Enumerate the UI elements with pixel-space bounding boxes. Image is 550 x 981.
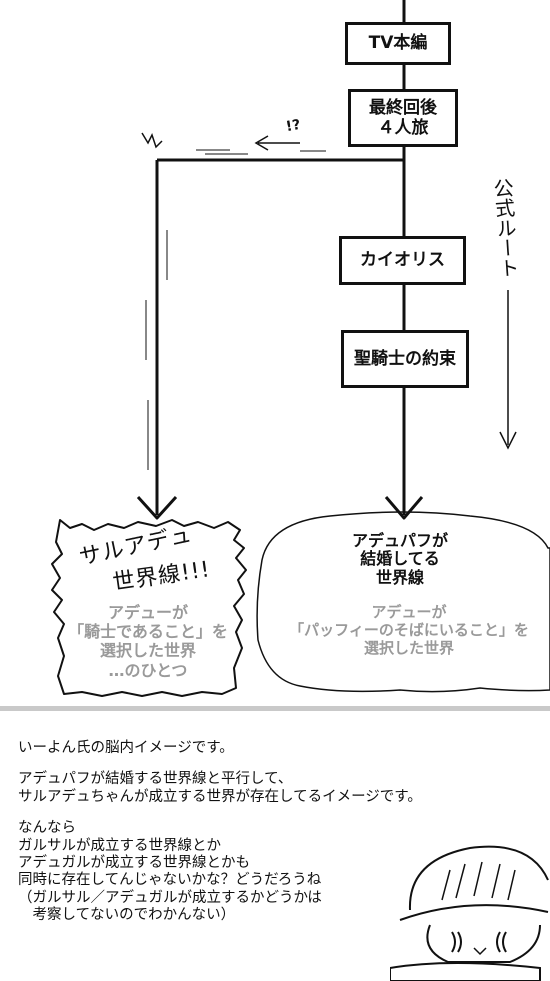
box-after-final-line1: 最終回後 [369,97,437,118]
right-world-desc-line: アデューが [371,603,447,621]
left-world-description: アデューが 「騎士であること」を 選択した世界 …のひとつ [48,603,248,680]
right-world-desc-line: 選択した世界 [363,639,454,657]
box-kaiorisu: カイオリス [339,236,466,285]
notes-intro: いーよん氏の脳内イメージです。 [18,740,234,756]
right-world-title-line: 世界線 [375,567,424,587]
notes-other-pairings: なんなら ガルサルが成立する世界線とか アデュガルが成立する世界線とかも 同時に… [18,820,322,924]
right-world-description: アデューが 「パッフィーのそばにいること」を 選択した世界 [268,603,550,657]
box-after-final-line2: ４人旅 [377,118,429,138]
right-world-desc-line: 「パッフィーのそばにいること」を [289,621,529,639]
left-world-desc-line: 「騎士であること」を [68,622,228,642]
surprise-mark: !? [284,116,302,136]
right-world-title: アデュパフが 結婚してる 世界線 [320,531,480,587]
box-holy-knight-promise: 聖騎士の約束 [341,330,469,388]
section-divider [0,706,550,711]
box-after-final-episode: 最終回後 ４人旅 [348,89,458,147]
left-world-desc-line: …のひとつ [108,660,188,680]
box-tv-main-story: TV本編 [345,22,451,65]
right-world-title-line: アデュパフが [351,531,448,550]
author-notes: いーよん氏の脳内イメージです。 アデュパフが結婚する世界線と平行して、 サルアデ… [18,740,538,939]
left-world-desc-line: アデューが [107,603,188,622]
left-world-desc-line: 選択した世界 [99,641,196,661]
character-doodle [390,845,549,981]
flowchart-lines [51,0,550,697]
notes-parallel-worlds: アデュパフが結婚する世界線と平行して、 サルアデュちゃんが成立する世界が存在して… [18,771,422,805]
right-world-title-line: 結婚してる [360,549,440,569]
